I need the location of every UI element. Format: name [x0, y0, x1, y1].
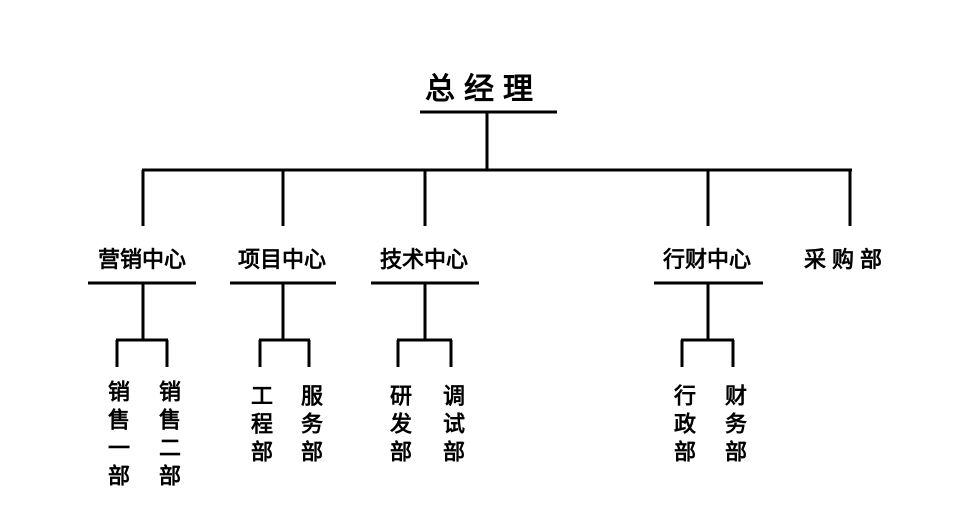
subdept-label-administration: 行政部: [670, 384, 695, 468]
department-label-project: 项目中心: [238, 248, 327, 273]
subdept-label-sales-2: 销售二部: [155, 380, 180, 492]
subdept-label-rnd: 研发部: [386, 384, 411, 468]
root-node-label: 总经理: [425, 72, 542, 107]
subdept-label-service: 服务部: [297, 384, 322, 468]
department-label-purchasing: 采购部: [804, 248, 889, 273]
subdept-label-sales-1: 销售一部: [104, 380, 129, 492]
subdept-label-engineering: 工程部: [247, 384, 272, 468]
subdept-label-debugging: 调试部: [439, 384, 464, 468]
department-label-technology: 技术中心: [380, 248, 469, 273]
department-label-marketing: 营销中心: [98, 248, 187, 273]
department-label-admin-finance: 行财中心: [663, 248, 752, 273]
subdept-label-finance: 财务部: [721, 384, 746, 468]
